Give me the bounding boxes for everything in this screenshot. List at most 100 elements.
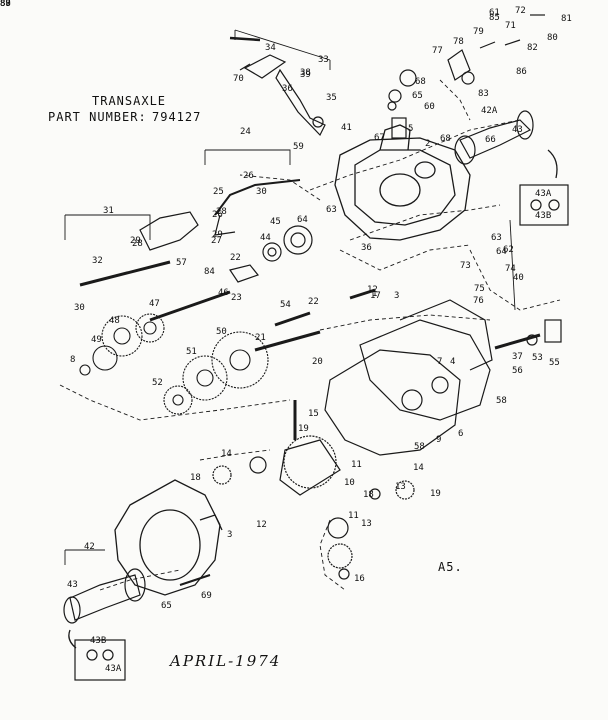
callout-70: 70 <box>233 74 244 84</box>
callout-16: 16 <box>354 574 365 584</box>
callout-37: 37 <box>512 352 523 362</box>
callout-13: 13 <box>361 519 372 529</box>
callout-30: 30 <box>256 187 267 197</box>
callout-20: 20 <box>312 357 323 367</box>
callout-9: 9 <box>436 435 442 445</box>
callout-25: 25 <box>213 187 224 197</box>
callout-62: 62 <box>503 245 514 255</box>
callout-43b: 43B <box>90 636 107 646</box>
callout-32: 32 <box>92 256 103 266</box>
callout-86: 86 <box>516 67 527 77</box>
callout-30: 30 <box>74 303 85 313</box>
callout-76: 76 <box>473 296 484 306</box>
callout-21: 21 <box>255 333 266 343</box>
callout-4: 4 <box>450 357 456 367</box>
callout-43b: 43B <box>535 211 552 221</box>
part-number: 794127 <box>152 110 202 124</box>
callout-36: 36 <box>361 243 372 253</box>
detent-hardware <box>387 14 545 139</box>
callout-71: 71 <box>505 21 516 31</box>
callout-53: 53 <box>532 353 543 363</box>
callout-81: 81 <box>561 14 572 24</box>
callout-42a: 42A <box>481 106 498 116</box>
callout-39: 39 <box>300 70 311 80</box>
callout-7: 7 <box>437 357 443 367</box>
callout-65: 65 <box>161 601 172 611</box>
callout-51: 51 <box>186 347 197 357</box>
callout-78: 78 <box>453 37 464 47</box>
callout-29: 29 <box>212 230 223 240</box>
part-number-label: PART NUMBER: <box>48 110 147 124</box>
callout-43: 43 <box>512 125 523 135</box>
callout-26: 26 <box>243 171 254 181</box>
callout-80: 80 <box>547 33 558 43</box>
callout-40: 40 <box>513 273 524 283</box>
callout-46: 46 <box>218 288 229 298</box>
left-axle-housing <box>63 568 211 681</box>
callout-87: 87 <box>0 0 11 9</box>
callout-35: 35 <box>326 93 337 103</box>
callout-45: 45 <box>270 217 281 227</box>
callout-5: 5 <box>408 124 414 134</box>
callout-77: 77 <box>432 46 443 56</box>
callout-52: 52 <box>152 378 163 388</box>
callout-28: 28 <box>216 207 227 217</box>
callout-3: 3 <box>394 291 400 301</box>
callout-43a: 43A <box>105 664 122 674</box>
callout-65: 65 <box>412 91 423 101</box>
callout-84: 84 <box>204 267 215 277</box>
callout-36: 36 <box>282 84 293 94</box>
callout-42: 42 <box>84 542 95 552</box>
callout-34: 34 <box>265 43 276 53</box>
callout-43: 43 <box>67 580 78 590</box>
callout-58: 58 <box>496 396 507 406</box>
revision-date: APRIL-1974 <box>170 652 282 670</box>
callout-3: 3 <box>227 530 233 540</box>
callout-6: 6 <box>458 429 464 439</box>
right-axle-housing <box>454 110 569 226</box>
callout-63: 63 <box>491 233 502 243</box>
callout-83: 83 <box>478 89 489 99</box>
callout-33: 33 <box>318 55 329 65</box>
callout-48: 48 <box>109 316 120 326</box>
callout-24: 24 <box>240 127 251 137</box>
diagram-title: TRANSAXLE <box>92 94 167 108</box>
callout-68: 68 <box>440 134 451 144</box>
callout-18: 18 <box>190 473 201 483</box>
callout-72: 72 <box>515 6 526 16</box>
callout-63: 63 <box>326 205 337 215</box>
callout-14: 14 <box>413 463 424 473</box>
callout-22: 22 <box>308 297 319 307</box>
callout-23: 23 <box>231 293 242 303</box>
cover-plate-and-gaskets <box>324 299 493 456</box>
bevel-gear-cluster <box>149 225 376 352</box>
callout-56: 56 <box>512 366 523 376</box>
callout-61: 61 <box>489 8 500 18</box>
callout-12: 12 <box>367 285 378 295</box>
page-code: A5. <box>438 560 463 574</box>
callout-59: 59 <box>293 142 304 152</box>
callout-15: 15 <box>308 409 319 419</box>
callout-44: 44 <box>260 233 271 243</box>
lower-case-housing <box>114 479 223 596</box>
callout-28: 28 <box>132 239 143 249</box>
callout-19: 19 <box>430 489 441 499</box>
callout-11: 11 <box>348 511 359 521</box>
callout-58: 58 <box>414 442 425 452</box>
callout-14: 14 <box>221 449 232 459</box>
upper-case-housing <box>334 124 471 241</box>
callout-31: 31 <box>103 206 114 216</box>
callout-18: 18 <box>363 490 374 500</box>
callout-22: 22 <box>230 253 241 263</box>
callout-8: 8 <box>70 355 76 365</box>
callout-64: 64 <box>297 215 308 225</box>
callout-29: 29 <box>130 236 141 246</box>
callout-75: 75 <box>474 284 485 294</box>
callout-79: 79 <box>473 27 484 37</box>
group-brackets <box>64 29 516 565</box>
callout-69: 69 <box>201 591 212 601</box>
callout-10: 10 <box>344 478 355 488</box>
shift-bracket-assembly <box>229 36 326 137</box>
callout-19: 19 <box>298 424 309 434</box>
